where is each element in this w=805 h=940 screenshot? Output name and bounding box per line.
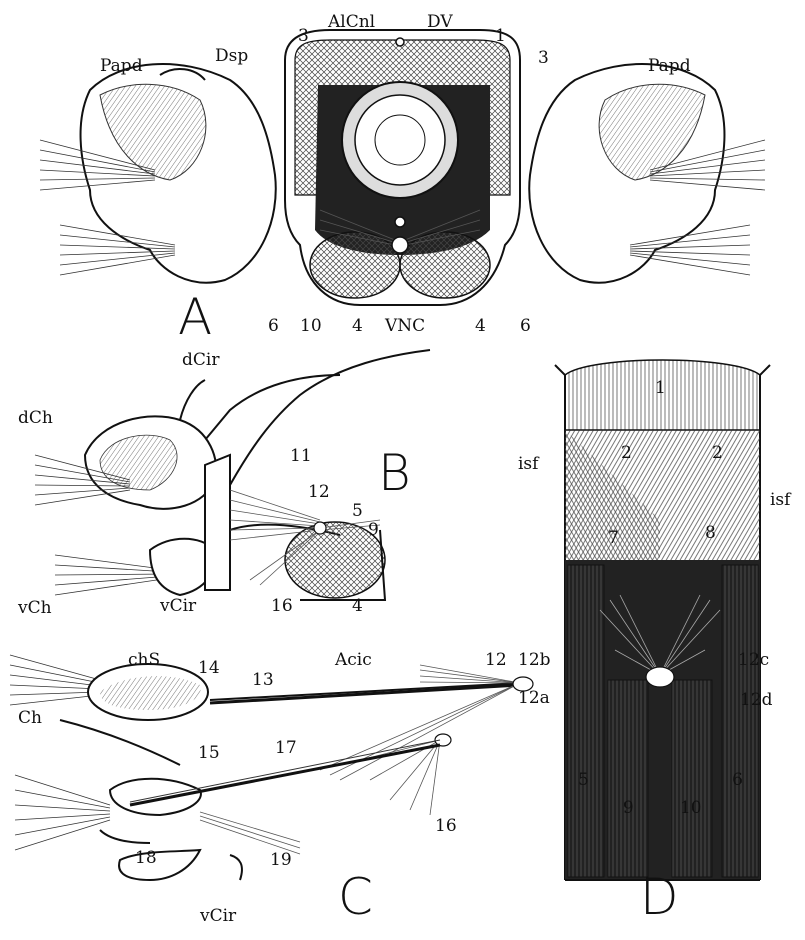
label-d-6: 6 — [732, 772, 743, 789]
label-d-12a: 12a — [518, 690, 550, 707]
label-a-papd-left: Papd — [100, 58, 143, 75]
label-b-4: 4 — [352, 598, 363, 615]
label-a-10: 10 — [300, 318, 322, 335]
label-b-11: 11 — [290, 448, 312, 465]
label-a-6-right: 6 — [520, 318, 531, 335]
label-d-10: 10 — [680, 800, 702, 817]
label-a-dsp: Dsp — [215, 48, 248, 65]
label-d-12b: 12b — [518, 652, 551, 669]
label-b-vcir: vCir — [160, 598, 196, 615]
label-a-4-left: 4 — [352, 318, 363, 335]
label-c-chs: chS — [128, 652, 160, 669]
label-b-dcir: dCir — [182, 352, 219, 369]
label-d-9: 9 — [623, 800, 634, 817]
label-b-9: 9 — [368, 522, 379, 539]
label-a-alcnl: AlCnl — [328, 14, 375, 31]
label-d-2-left: 2 — [621, 445, 632, 462]
label-c-17: 17 — [275, 740, 297, 757]
label-d-8: 8 — [705, 525, 716, 542]
panel-letter-c: C — [338, 872, 373, 922]
label-c-16: 16 — [435, 818, 457, 835]
label-c-15: 15 — [198, 745, 220, 762]
label-a-1: 1 — [495, 28, 506, 45]
label-d-7: 7 — [608, 530, 619, 547]
label-b-5: 5 — [352, 503, 363, 520]
label-d-1: 1 — [655, 380, 666, 397]
panel-letter-b: B — [378, 448, 411, 498]
label-c-vcir: vCir — [200, 908, 236, 925]
panel-letter-a: A — [178, 292, 212, 342]
label-d-12d: 12d — [740, 692, 773, 709]
label-b-vch: vCh — [18, 600, 52, 617]
label-a-vnc: VNC — [385, 318, 425, 335]
label-d-isf-left: isf — [518, 456, 538, 473]
panel-b-drawing — [35, 350, 430, 600]
label-d-5: 5 — [578, 772, 589, 789]
label-d-isf-right: isf — [770, 492, 790, 509]
label-d-2-right: 2 — [712, 445, 723, 462]
label-a-6-left: 6 — [268, 318, 279, 335]
label-a-dv: DV — [427, 14, 453, 31]
label-a-4-right: 4 — [475, 318, 486, 335]
label-a-3-left: 3 — [298, 28, 309, 45]
label-c-ch: Ch — [18, 710, 42, 727]
panel-letter-d: D — [640, 872, 679, 922]
label-c-13: 13 — [252, 672, 274, 689]
label-c-12: 12 — [485, 652, 507, 669]
label-c-14: 14 — [198, 660, 220, 677]
label-d-12c: 12c — [738, 652, 769, 669]
panel-d-drawing — [555, 360, 770, 880]
label-c-18: 18 — [135, 850, 157, 867]
label-a-3-right: 3 — [538, 50, 549, 67]
label-c-19: 19 — [270, 852, 292, 869]
label-c-acic: Acic — [335, 652, 372, 669]
label-b-16: 16 — [271, 598, 293, 615]
label-b-dch: dCh — [18, 410, 53, 427]
label-a-papd-right: Papd — [648, 58, 691, 75]
label-b-12: 12 — [308, 484, 330, 501]
